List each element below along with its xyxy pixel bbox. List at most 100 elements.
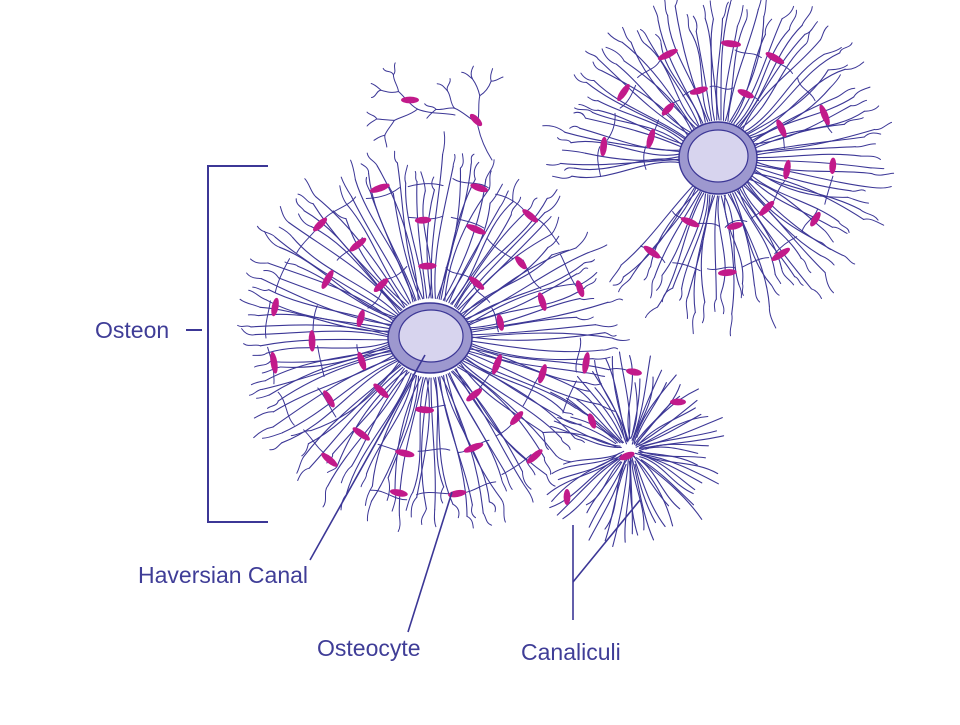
canaliculus — [455, 197, 548, 308]
canaliculus — [754, 123, 845, 149]
canaliculus — [462, 360, 576, 439]
canaliculus — [405, 182, 425, 300]
canaliculus — [781, 5, 795, 20]
osteocyte — [600, 136, 608, 157]
canaliculus — [636, 382, 667, 438]
canaliculus — [639, 413, 702, 446]
canaliculus — [592, 356, 611, 360]
canaliculus — [490, 68, 494, 82]
canaliculus — [521, 481, 534, 503]
canaliculus — [263, 269, 280, 279]
canaliculus — [278, 226, 294, 238]
canaliculus — [824, 175, 834, 205]
canaliculus — [557, 137, 572, 144]
canaliculus — [479, 80, 492, 97]
canaliculus — [748, 178, 824, 231]
canaliculus — [310, 361, 399, 432]
osteocyte-group — [270, 40, 837, 505]
canaliculus — [277, 391, 295, 426]
canaliculus — [637, 59, 661, 79]
canaliculus — [843, 117, 864, 125]
canaliculus — [250, 380, 266, 386]
osteocyte — [829, 157, 837, 174]
canaliculus — [397, 515, 401, 532]
canaliculus — [700, 195, 716, 303]
canaliculus — [351, 371, 410, 467]
canaliculus — [441, 375, 484, 514]
canaliculus — [847, 196, 869, 204]
canaliculus — [606, 112, 616, 141]
canaliculus — [818, 241, 832, 250]
canaliculus — [801, 208, 819, 233]
osteocyte — [496, 314, 505, 331]
canaliculus — [800, 257, 812, 274]
canaliculus — [631, 378, 641, 437]
canaliculus — [469, 342, 594, 361]
canaliculus — [405, 491, 414, 511]
canaliculus — [627, 355, 633, 439]
canaliculus — [612, 276, 624, 286]
canaliculus — [365, 373, 414, 475]
osteocyte — [466, 224, 486, 235]
canaliculus — [297, 193, 314, 205]
canaliculus — [639, 456, 694, 495]
canaliculus — [570, 416, 618, 444]
canaliculus — [794, 276, 804, 286]
canaliculus — [466, 515, 474, 529]
canaliculus — [277, 352, 394, 402]
canaliculi-label: Canaliculi — [521, 639, 621, 665]
canaliculus — [574, 158, 681, 170]
canaliculus — [594, 387, 628, 445]
canaliculus — [587, 96, 599, 102]
canaliculus — [360, 163, 370, 174]
canaliculus — [546, 454, 622, 496]
canaliculus — [542, 125, 566, 133]
canaliculus — [394, 150, 398, 164]
canaliculus — [469, 340, 603, 353]
canaliculus — [751, 175, 840, 223]
canaliculus — [471, 78, 481, 97]
canaliculus — [650, 277, 655, 299]
canaliculus — [757, 0, 762, 10]
canaliculus — [635, 399, 698, 447]
canaliculus — [774, 273, 782, 284]
canaliculus — [253, 411, 274, 419]
canaliculus — [741, 186, 802, 259]
canaliculus — [597, 109, 684, 145]
osteocyte — [308, 330, 316, 352]
canaliculus — [820, 255, 835, 266]
canaliculus — [541, 431, 549, 450]
canaliculus — [863, 132, 882, 138]
canaliculus — [469, 332, 613, 339]
canaliculus — [345, 218, 408, 306]
canaliculus — [350, 195, 412, 304]
canaliculus — [317, 345, 325, 377]
canaliculus — [559, 253, 577, 287]
canaliculus — [653, 190, 701, 279]
canaliculus — [560, 158, 681, 166]
canaliculus — [724, 21, 747, 122]
canaliculus — [297, 265, 396, 320]
canaliculus — [863, 218, 885, 226]
canaliculus — [295, 198, 305, 212]
canaliculus — [752, 172, 865, 220]
canaliculus — [624, 460, 631, 543]
canaliculus — [850, 99, 867, 107]
canaliculus — [529, 197, 538, 210]
osteocyte — [349, 237, 367, 252]
osteocyte — [389, 489, 408, 497]
canaliculus — [455, 367, 548, 476]
canaliculus — [597, 58, 690, 135]
canaliculus — [773, 180, 785, 202]
canaliculus — [430, 377, 436, 511]
canaliculus — [872, 186, 892, 189]
canaliculus — [571, 161, 681, 179]
canaliculus — [755, 153, 862, 159]
canaliculus — [588, 462, 625, 541]
canaliculus — [664, 0, 669, 16]
canaliculus — [622, 26, 632, 43]
canaliculus — [394, 376, 422, 490]
canaliculus — [749, 87, 831, 139]
canaliculus — [256, 225, 276, 238]
